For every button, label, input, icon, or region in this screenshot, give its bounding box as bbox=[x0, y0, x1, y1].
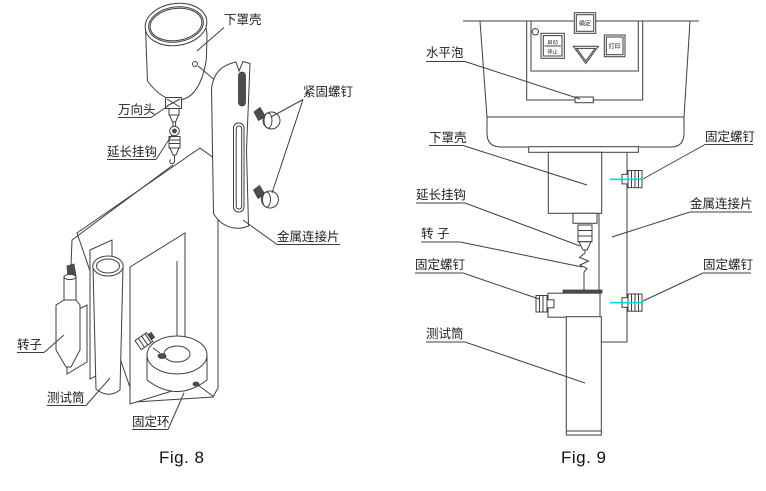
label-fixing-screw-left: 固定螺钉 bbox=[415, 257, 466, 272]
label-fixing-screw-top-right: 固定螺钉 bbox=[705, 129, 756, 144]
test-cylinder bbox=[565, 316, 602, 436]
label-lower-cover: 下罩壳 bbox=[429, 131, 467, 145]
instrument-head bbox=[463, 20, 699, 148]
confirm-button-label: 确定 bbox=[579, 20, 591, 28]
fastening-screw-upper bbox=[253, 106, 281, 130]
indicator-led bbox=[531, 28, 540, 36]
label-rotor: 转子 bbox=[17, 337, 42, 352]
mounting-flange bbox=[528, 146, 639, 153]
label-extension-hook: 延长挂钩 bbox=[416, 188, 466, 202]
start-label: 启动 bbox=[547, 38, 557, 46]
metal-connector-strip bbox=[210, 60, 251, 229]
fixing-screw-left bbox=[535, 295, 555, 313]
strip-upper-slot bbox=[238, 71, 246, 107]
figure9-caption: Fig. 9 bbox=[561, 448, 607, 467]
label-rotor: 转 子 bbox=[421, 226, 449, 241]
figure9-diagram: 确定 启动 停止 打印 bbox=[415, 12, 756, 436]
control-panel: 确定 启动 停止 打印 bbox=[526, 12, 644, 104]
label-extension-hook: 延长挂钩 bbox=[107, 145, 157, 159]
start-stop-button: 启动 停止 bbox=[540, 32, 565, 59]
confirm-button: 确定 bbox=[573, 12, 597, 34]
label-test-cylinder: 测试筒 bbox=[47, 390, 85, 405]
fixing-screw-bottom-right bbox=[610, 293, 643, 312]
fastening-screw-lower bbox=[252, 184, 279, 209]
lower-cover-box bbox=[547, 151, 603, 214]
down-arrow-icon bbox=[572, 45, 600, 65]
ring-set-screw bbox=[134, 331, 161, 354]
label-metal-connector: 金属连接片 bbox=[690, 196, 753, 211]
ring-hole-leader bbox=[197, 384, 215, 398]
cover-screw-hole bbox=[192, 61, 198, 67]
label-universal-head: 万向头 bbox=[118, 102, 156, 117]
print-button-label: 打印 bbox=[609, 43, 621, 51]
rotor-body bbox=[55, 273, 81, 368]
figure8-caption: Fig. 8 bbox=[159, 448, 205, 467]
figure8-labels: 下罩壳 万向头 延长挂钩 紧固螺钉 金属连接片 转子 测试筒 固定环 bbox=[17, 13, 354, 430]
rotor-hanging-wire bbox=[70, 164, 174, 267]
clamp-block bbox=[547, 292, 601, 318]
figure9-labels: 水平泡 下罩壳 延长挂钩 转 子 固定螺钉 测试筒 固定螺钉 金属连接片 固定螺… bbox=[415, 46, 756, 384]
figure8-diagram: 下罩壳 万向头 延长挂钩 紧固螺钉 金属连接片 转子 测试筒 固定环 bbox=[17, 2, 354, 430]
fixing-screw-top-right bbox=[610, 170, 643, 189]
label-lower-cover: 下罩壳 bbox=[224, 13, 262, 27]
print-button: 打印 bbox=[603, 34, 626, 58]
label-fastening-screws: 紧固螺钉 bbox=[303, 85, 354, 99]
label-test-cylinder: 测试筒 bbox=[426, 326, 464, 341]
label-level-bubble: 水平泡 bbox=[426, 46, 464, 60]
fixing-ring bbox=[134, 331, 208, 392]
lower-cover-cylinder bbox=[144, 2, 214, 101]
label-metal-connector: 金属连接片 bbox=[277, 229, 340, 244]
label-fixing-screw-bottom-right: 固定螺钉 bbox=[703, 257, 754, 272]
stop-label: 停止 bbox=[547, 48, 557, 56]
rotor-hook bbox=[578, 250, 590, 273]
test-cylinder-tube bbox=[92, 255, 124, 395]
strip-lower-slot bbox=[233, 122, 245, 213]
label-fixing-ring: 固定环 bbox=[132, 414, 170, 429]
universal-head bbox=[165, 97, 182, 128]
level-bubble bbox=[574, 96, 594, 104]
extension-hook-part bbox=[168, 125, 181, 165]
extension-hook-chain bbox=[572, 212, 598, 290]
